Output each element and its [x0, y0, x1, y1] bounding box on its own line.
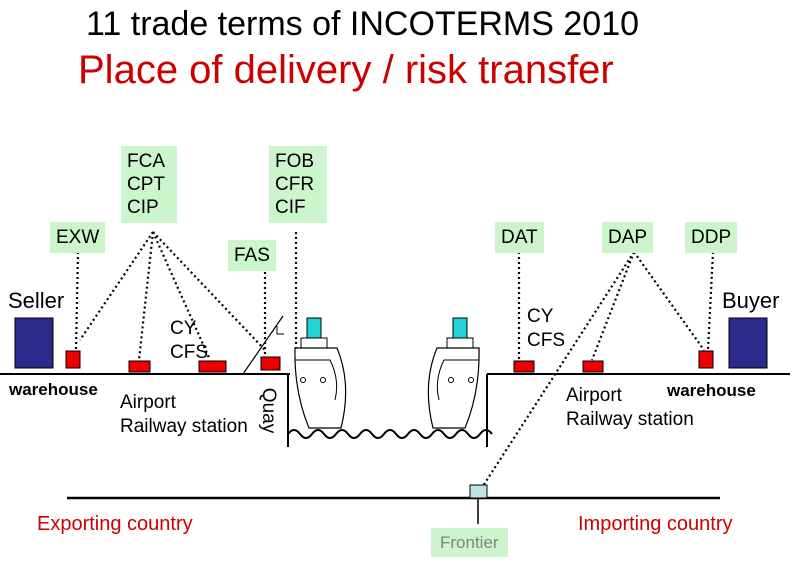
seller-box	[15, 318, 53, 368]
dap-connector-warehouse	[634, 252, 704, 350]
dat-point	[514, 361, 534, 372]
ddp-point	[699, 351, 713, 368]
term-fob: FOB	[275, 150, 321, 173]
term-cif: CIF	[275, 196, 321, 219]
fca-connector-airport	[139, 232, 153, 360]
cfs-right-label: CFS	[527, 329, 565, 352]
diagram-subtitle: Place of delivery / risk transfer	[78, 47, 614, 93]
term-dap: DAP	[602, 222, 653, 253]
dap-connector-frontier	[483, 252, 634, 486]
cfs-left-label: CFS	[170, 341, 208, 364]
term-fas: FAS	[228, 240, 276, 271]
diagram-title: 11 trade terms of INCOTERMS 2010	[86, 4, 639, 44]
dap-connector-airport	[592, 252, 634, 360]
importing-country-label: Importing country	[578, 512, 733, 536]
exporting-country-label: Exporting country	[37, 512, 193, 536]
term-cpt: CPT	[127, 173, 171, 196]
right-ship	[428, 318, 479, 428]
cy-left-label: CY	[170, 317, 196, 340]
term-ddp: DDP	[685, 222, 737, 253]
railway-right-label: Railway station	[566, 408, 694, 431]
dap-airport-point	[583, 361, 603, 372]
quay-label: Quay	[257, 388, 280, 433]
term-cfr: CFR	[275, 173, 321, 196]
term-exw: EXW	[50, 222, 105, 253]
term-cip: CIP	[127, 196, 171, 219]
warehouse-right-label: warehouse	[667, 381, 756, 401]
term-dat: DAT	[495, 222, 544, 253]
airport-left-label: Airport	[120, 391, 176, 414]
buyer-box	[729, 318, 767, 368]
fas-point	[261, 357, 280, 370]
exw-connector	[76, 252, 78, 350]
warehouse-left-label: warehouse	[9, 380, 98, 400]
airport-point-left	[129, 361, 150, 372]
railway-left-label: Railway station	[120, 415, 248, 438]
airport-right-label: Airport	[566, 384, 622, 407]
term-fca: FCA	[127, 150, 171, 173]
cy-right-label: CY	[527, 305, 553, 328]
term-fca-group: FCA CPT CIP	[121, 146, 177, 223]
term-fob-group: FOB CFR CIF	[269, 146, 327, 223]
exw-point	[66, 351, 80, 368]
water-wave	[288, 430, 492, 438]
seller-label: Seller	[8, 288, 64, 314]
left-ship	[295, 318, 346, 428]
frontier-label: Frontier	[431, 528, 508, 557]
frontier-marker	[470, 485, 487, 498]
crane-hook	[277, 326, 284, 334]
buyer-label: Buyer	[722, 288, 779, 314]
ddp-connector	[708, 252, 713, 350]
